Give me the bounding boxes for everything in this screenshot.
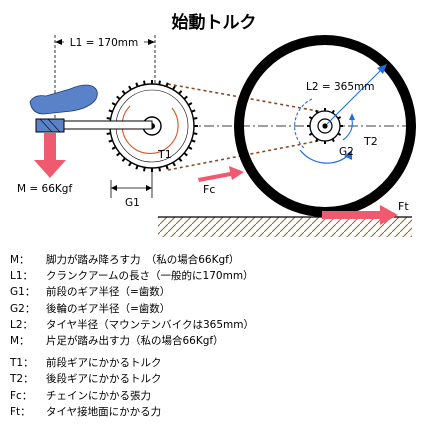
- legend-description: 前段ギアにかかるトルク: [46, 357, 162, 370]
- l2-label: L2 = 365mm: [306, 81, 375, 93]
- legend-description: 片足が踏み出す力（私の場合66Kgf）: [46, 334, 224, 347]
- ground: [158, 216, 412, 237]
- t1-label: T1: [157, 148, 172, 161]
- crank-arm: [59, 120, 153, 130]
- legend-symbol: L2：: [10, 318, 34, 331]
- legend-description: 前段のギア半径（=歯数）: [46, 286, 171, 299]
- tire-force-arrow: [322, 205, 398, 225]
- rear-rotation-arrows: [294, 98, 355, 164]
- legend-symbol: G2：: [10, 302, 36, 315]
- legend-description: クランクアームの長さ（一般的に170mm）: [46, 270, 254, 283]
- legend-row: M： 脚力が踏み降ろす力 （私の場合66Kgf）: [10, 252, 420, 268]
- legend-symbol: M：: [10, 334, 30, 347]
- foot-shape: [29, 84, 98, 115]
- legend-symbol: Fc：: [10, 389, 33, 402]
- legend-row: L1： クランクアームの長さ（一般的に170mm）: [10, 268, 420, 284]
- fc-label: Fc: [203, 183, 215, 196]
- legend-symbol: G1：: [10, 286, 36, 299]
- mass-force-arrow: [34, 133, 66, 178]
- t2-label: T2: [363, 135, 378, 148]
- legend-description: タイヤ接地面にかかる力: [46, 405, 162, 418]
- chain-force-arrow: [198, 166, 244, 182]
- legend-row: M： 片足が踏み出す力（私の場合66Kgf）: [10, 333, 420, 349]
- legend-symbol: Ft：: [10, 405, 31, 418]
- legend-symbol: M：: [10, 254, 30, 266]
- legend-row: L2： タイヤ半径（マウンテンバイクは365mm）: [10, 317, 420, 333]
- legend-description: チェインにかかる張力: [46, 389, 151, 402]
- legend-description: 脚力が踏み降ろす力 （私の場合66Kgf）: [46, 254, 240, 266]
- mass-label: M = 66Kgf: [17, 183, 72, 195]
- ft-label: Ft: [398, 200, 409, 213]
- legend-symbol: T1：: [10, 357, 34, 370]
- g1-dimension: [110, 172, 153, 198]
- diagram-title: 始動トルク: [172, 12, 257, 33]
- legend: M： 脚力が踏み降ろす力 （私の場合66Kgf） L1： クランクアームの長さ（…: [10, 252, 420, 420]
- legend-symbol: T2：: [10, 373, 34, 386]
- pedal: [35, 118, 65, 133]
- g1-label: G1: [125, 197, 140, 209]
- l2-radius: [326, 64, 387, 125]
- legend-description: タイヤ半径（マウンテンバイクは365mm）: [46, 318, 254, 331]
- torque-diagram: 始動トルク L1 = 170mm M = 66Kgf: [17, 12, 416, 237]
- legend-description: 後段ギアにかかるトルク: [46, 373, 162, 386]
- legend-row: Ft： タイヤ接地面にかかる力: [10, 404, 420, 420]
- legend-row: T1： 前段ギアにかかるトルク: [10, 355, 420, 371]
- legend-symbol: L1：: [10, 270, 34, 283]
- legend-row: G2： 後輪のギア半径（=歯数）: [10, 301, 420, 317]
- legend-description: 後輪のギア半径（=歯数）: [46, 302, 171, 315]
- g2-label: G2: [339, 146, 354, 158]
- legend-row: G1： 前段のギア半径（=歯数）: [10, 284, 420, 300]
- legend-row: Fc： チェインにかかる張力: [10, 388, 420, 404]
- l1-label: L1 = 170mm: [70, 37, 139, 49]
- legend-row: T2： 後段ギアにかかるトルク: [10, 371, 420, 387]
